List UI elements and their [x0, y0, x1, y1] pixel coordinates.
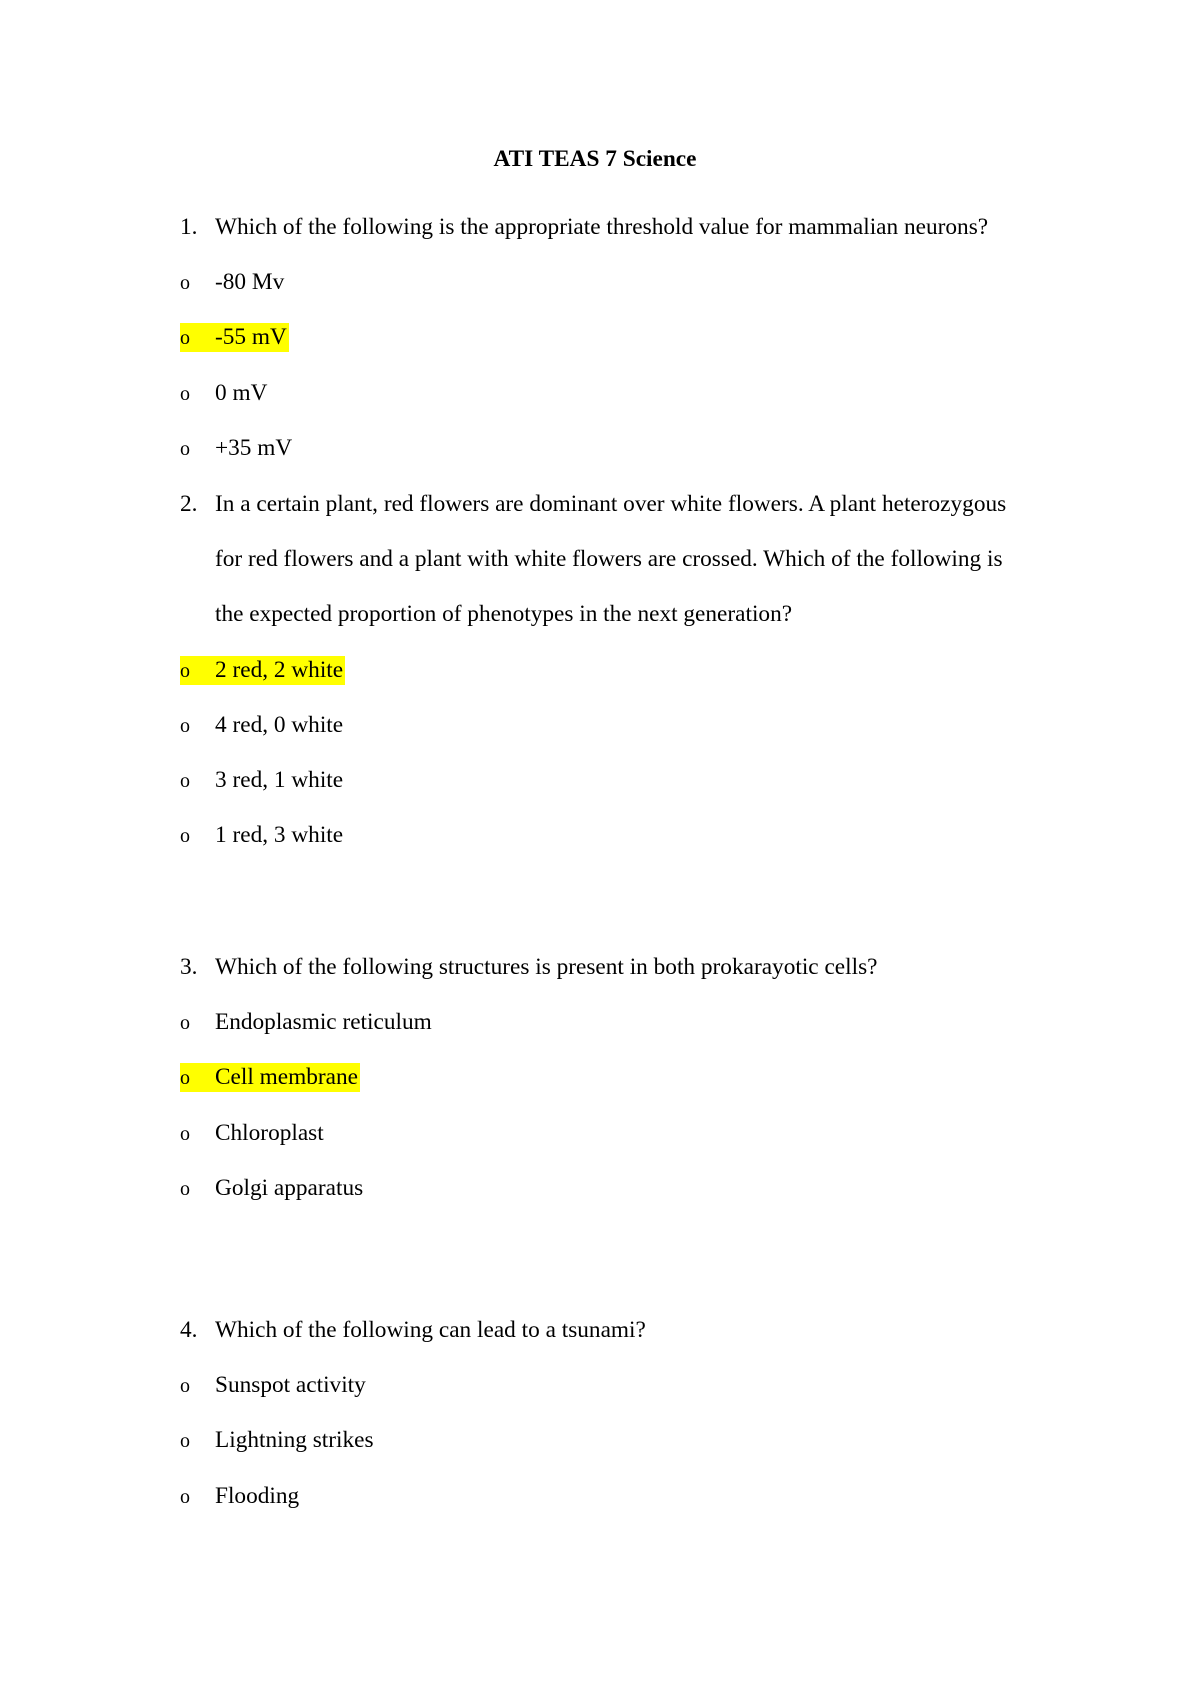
answer-option: o Lightning strikes — [180, 1413, 1060, 1468]
answer-text: Sunspot activity — [215, 1372, 366, 1399]
question-1: 1. Which of the following is the appropri… — [180, 200, 1060, 476]
question-3: 3. Which of the following structures is p… — [180, 940, 1060, 1216]
question-line: 4. Which of the following can lead to a t… — [180, 1303, 1060, 1358]
bullet-icon: o — [180, 1067, 190, 1090]
answer-text: 1 red, 3 white — [215, 822, 344, 849]
bullet-icon: o — [180, 437, 190, 460]
question-line: 1. Which of the following is the appropri… — [180, 200, 1060, 255]
highlighted-answer: o 2 red, 2 white — [180, 655, 346, 685]
highlighted-answer: o Cell membrane — [180, 1063, 360, 1093]
answer-label: o 4 red, 0 white — [180, 711, 345, 740]
answer-label: o Sunspot activity — [180, 1371, 368, 1400]
answer-label: o Golgi apparatus — [180, 1174, 365, 1203]
answer-option: o Sunspot activity — [180, 1358, 1060, 1413]
answer-text: Cell membrane — [215, 1064, 358, 1091]
question-number: 3. — [180, 954, 198, 980]
bullet-icon: o — [180, 1122, 190, 1145]
answer-label: o Lightning strikes — [180, 1426, 376, 1455]
question-line: the expected proportion of phenotypes in… — [180, 587, 1060, 642]
answer-text: +35 mV — [215, 434, 293, 461]
answer-option: o 1 red, 3 white — [180, 808, 1060, 863]
document-title: ATI TEAS 7 Science — [493, 146, 697, 172]
question-text: the expected proportion of phenotypes in… — [215, 601, 793, 628]
answer-text: 4 red, 0 white — [215, 711, 344, 738]
answer-label: o Flooding — [180, 1482, 301, 1511]
answer-text: Flooding — [215, 1482, 300, 1509]
answer-text: Endoplasmic reticulum — [215, 1009, 432, 1036]
answer-label: o 3 red, 1 white — [180, 766, 345, 795]
bullet-icon: o — [180, 1430, 190, 1453]
answer-text: -55 mV — [215, 324, 287, 351]
question-line: 2. In a certain plant, red flowers are do… — [180, 477, 1060, 532]
answer-label: o Chloroplast — [180, 1119, 326, 1148]
answer-option: o Cell membrane — [180, 1050, 1060, 1105]
answer-label: o +35 mV — [180, 434, 294, 463]
bullet-icon: o — [180, 714, 190, 737]
question-line: for red flowers and a plant with white f… — [180, 532, 1060, 587]
answer-label: o 1 red, 3 white — [180, 821, 345, 850]
answer-label: o Endoplasmic reticulum — [180, 1008, 434, 1037]
question-text: Which of the following structures is pre… — [215, 954, 878, 980]
answer-text: 2 red, 2 white — [215, 656, 344, 683]
answer-text: 0 mV — [215, 379, 268, 406]
answer-text: Lightning strikes — [215, 1427, 374, 1454]
bullet-icon: o — [180, 769, 190, 792]
bullet-icon: o — [180, 272, 190, 295]
answer-option: o Golgi apparatus — [180, 1161, 1060, 1216]
answer-option: o Flooding — [180, 1469, 1060, 1524]
question-2: 2. In a certain plant, red flowers are do… — [180, 477, 1060, 863]
question-number: 1. — [180, 214, 198, 240]
bullet-icon: o — [180, 1177, 190, 1200]
question-number: 4. — [180, 1317, 198, 1343]
answer-option: o 4 red, 0 white — [180, 698, 1060, 753]
answer-text: 3 red, 1 white — [215, 766, 344, 793]
bullet-icon: o — [180, 1485, 190, 1508]
question-text: Which of the following is the appropriat… — [215, 214, 989, 240]
answer-option: o 2 red, 2 white — [180, 643, 1060, 698]
answer-label: o 0 mV — [180, 379, 269, 408]
answer-option: o 3 red, 1 white — [180, 753, 1060, 808]
bullet-icon: o — [180, 327, 190, 350]
bullet-icon: o — [180, 825, 190, 848]
highlighted-answer: o -55 mV — [180, 323, 289, 353]
bullet-icon: o — [180, 659, 190, 682]
answer-option: o 0 mV — [180, 366, 1060, 421]
answer-text: -80 Mv — [215, 269, 285, 296]
question-text: In a certain plant, red flowers are domi… — [215, 491, 1007, 517]
answer-label: o -80 Mv — [180, 268, 286, 297]
answer-option: o Endoplasmic reticulum — [180, 995, 1060, 1050]
question-4: 4. Which of the following can lead to a t… — [180, 1303, 1060, 1524]
answer-option: o +35 mV — [180, 421, 1060, 476]
question-number: 2. — [180, 491, 198, 517]
bullet-icon: o — [180, 1375, 190, 1398]
question-line: 3. Which of the following structures is p… — [180, 940, 1060, 995]
answer-text: Golgi apparatus — [215, 1174, 364, 1201]
answer-option: o Chloroplast — [180, 1106, 1060, 1161]
bullet-icon: o — [180, 1012, 190, 1035]
bullet-icon: o — [180, 382, 190, 405]
question-text: Which of the following can lead to a tsu… — [215, 1317, 646, 1343]
answer-text: Chloroplast — [215, 1119, 324, 1146]
answer-option: o -55 mV — [180, 310, 1060, 365]
question-text: for red flowers and a plant with white f… — [215, 546, 1003, 573]
answer-option: o -80 Mv — [180, 255, 1060, 310]
